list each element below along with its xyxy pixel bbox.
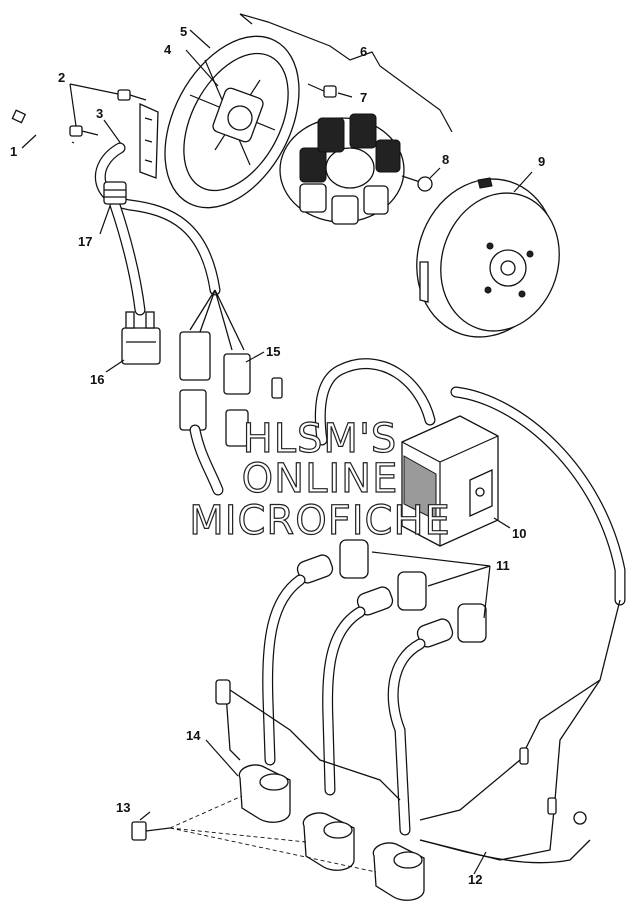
callout-17: 17 [78,234,92,249]
part-17-grommet[interactable] [103,181,127,205]
leader-7 [337,92,353,98]
leader-4 [185,49,219,87]
leader-10 [493,517,511,529]
callout-12: 12 [468,872,482,887]
part-8-screw[interactable] [401,175,433,192]
watermark-line-3: MICROFICHE [189,498,451,544]
leader-16 [105,359,125,373]
leader-17 [99,205,111,235]
callout-6: 6 [360,44,367,59]
part-9-flywheel[interactable] [397,161,577,355]
callout-5: 5 [180,24,187,39]
callout-14: 14 [186,728,201,743]
leader-2a [69,83,119,95]
callout-1: 1 [10,144,17,159]
part-11-plug-caps[interactable] [295,539,487,649]
bracket-6 [239,13,453,133]
callout-16: 16 [90,372,104,387]
callout-10: 10 [512,526,526,541]
leader-13 [139,811,151,821]
leader-9 [513,171,533,193]
callout-4: 4 [164,42,172,57]
callout-13: 13 [116,800,130,815]
callout-11: 11 [496,558,510,573]
part-3-clamp[interactable] [139,102,159,179]
leader-14 [205,739,239,777]
part-7-screw[interactable] [307,83,337,98]
callout-labels: 1 2 3 4 5 6 7 8 9 10 11 12 13 14 15 16 1… [10,24,545,887]
part-5-stator-plate[interactable] [138,14,327,231]
leader-12 [473,851,487,875]
part-15-connectors[interactable] [179,289,283,447]
watermark: HLSM'S ONLINE MICROFICHE [189,415,451,544]
part-13-bolt[interactable] [131,821,171,841]
part-2-screws[interactable] [69,89,147,137]
part-14-ignition-coils[interactable] [238,764,425,901]
leader-2b [69,83,77,127]
callout-2: 2 [58,70,65,85]
leader-5 [189,29,211,49]
leader-11b [427,565,491,587]
part-12-wire-lead[interactable] [419,599,621,864]
watermark-line-2: ONLINE [242,456,399,502]
callout-7: 7 [360,90,367,105]
watermark-line-1: HLSM'S [243,416,398,462]
part-6-stator-coils[interactable] [279,113,405,225]
bullet-connector [215,679,231,705]
leader-15 [245,351,265,363]
part-1-screw[interactable] [11,109,75,144]
callout-8: 8 [442,152,449,167]
leader-1 [21,134,37,149]
leader-8 [429,167,441,179]
locator-lines [169,795,377,873]
callout-9: 9 [538,154,545,169]
leader-11c [483,565,491,619]
callout-3: 3 [96,106,103,121]
callout-15: 15 [266,344,280,359]
leader-11a [371,551,491,567]
part-16-connector[interactable] [121,311,161,365]
